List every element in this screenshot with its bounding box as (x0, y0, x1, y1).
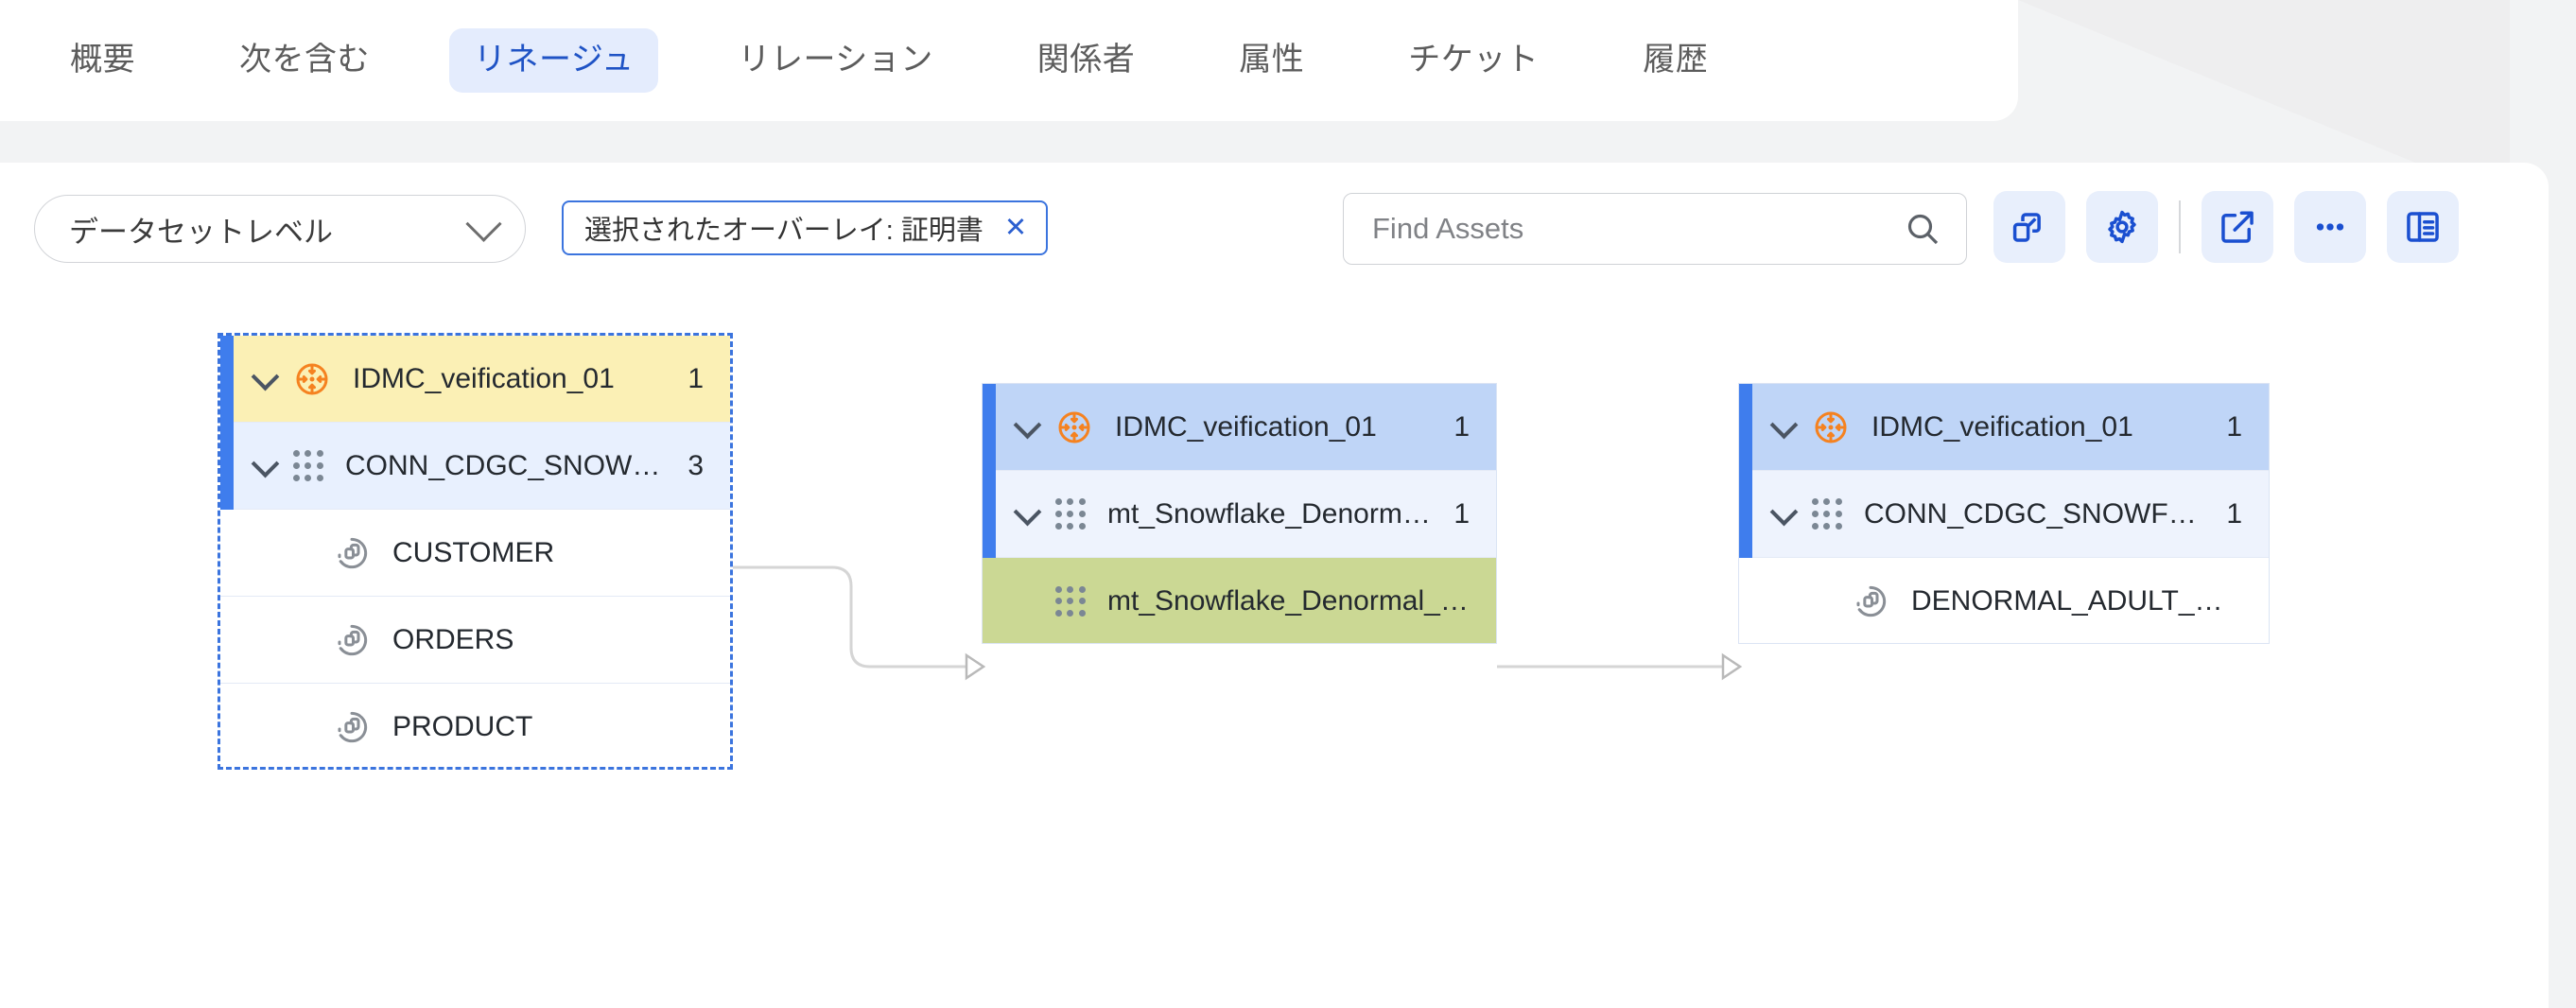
lineage-row[interactable]: IDMC_veification_01 1 (220, 336, 730, 423)
lineage-row-count: 1 (688, 362, 704, 394)
chevron-down-icon[interactable] (1771, 502, 1796, 527)
lineage-row-label: IDMC_veification_01 (353, 362, 615, 394)
tab-4[interactable]: 関係者 (1013, 28, 1160, 92)
toolbar-icon-group (1993, 191, 2480, 263)
selected-overlay-chip[interactable]: 選択されたオーバーレイ: 証明書 ✕ (562, 200, 1049, 255)
lineage-row[interactable]: CONN_CDGC_SNOWFLAKE 3 (220, 423, 730, 510)
lineage-row-label: PRODUCT (392, 711, 533, 742)
lineage-row-count: 1 (1453, 410, 1470, 443)
tab-1[interactable]: 次を含む (215, 28, 394, 92)
lineage-row[interactable]: IDMC_veification_01 1 (1739, 384, 2269, 471)
close-icon[interactable]: ✕ (1003, 212, 1028, 243)
tab-7[interactable]: 履歴 (1618, 28, 1732, 92)
lineage-row-count: 1 (2226, 410, 2242, 443)
node-accent-bar (1739, 384, 1752, 558)
dataset-icon (332, 620, 372, 660)
tab-label: 次を含む (239, 42, 370, 78)
origin-orange-icon (1811, 408, 1851, 447)
lineage-panel: データセットレベル 選択されたオーバーレイ: 証明書 ✕ (0, 163, 2549, 1008)
row-indent-spacer (252, 715, 277, 739)
chevron-down-icon (465, 205, 502, 242)
lineage-row-label: CONN_CDGC_SNOWFLAKE (345, 449, 670, 481)
lineage-row[interactable]: IDMC_veification_01 1 (983, 384, 1496, 471)
grid-dots-icon (292, 450, 324, 482)
copy-layers-icon[interactable] (1993, 191, 2065, 263)
gear-icon[interactable] (2086, 191, 2158, 263)
lineage-row-count: 1 (2226, 497, 2242, 530)
tab-label: チケット (1408, 42, 1540, 78)
dataset-icon (332, 533, 372, 573)
row-indent-spacer (1015, 589, 1039, 614)
lineage-row[interactable]: ORDERS (220, 597, 730, 684)
find-assets-box[interactable] (1343, 193, 1967, 265)
tab-0[interactable]: 概要 (45, 28, 160, 92)
lineage-row-label: CUSTOMER (392, 536, 555, 568)
tab-list: 概要 次を含む リネージュ リレーション 関係者 属性 チケット 履歴 (0, 0, 2018, 121)
lineage-row[interactable]: CUSTOMER (220, 510, 730, 597)
lineage-canvas[interactable]: IDMC_veification_011CONN_CDGC_SNOWFLAKE3… (0, 284, 2549, 1008)
lineage-row-label: IDMC_veification_01 (1115, 410, 1377, 443)
tab-label: 履歴 (1643, 42, 1709, 78)
grid-dots-icon (1811, 498, 1843, 530)
lineage-row[interactable]: mt_Snowflake_Denormal_A… (983, 558, 1496, 643)
lineage-row-count: 3 (688, 449, 704, 481)
lineage-row[interactable]: PRODUCT (220, 684, 730, 767)
tab-2[interactable]: リネージュ (449, 28, 659, 93)
chevron-down-icon[interactable] (1771, 415, 1796, 440)
search-icon[interactable] (1904, 210, 1941, 248)
lineage-row-label: ORDERS (392, 623, 514, 655)
lineage-row[interactable]: mt_Snowflake_Denormal_A… 1 (983, 471, 1496, 558)
dataset-level-value: データセットレベル (69, 215, 333, 249)
lineage-row-count: 1 (1453, 497, 1470, 530)
dataset-level-select[interactable]: データセットレベル (34, 195, 526, 263)
origin-orange-icon (292, 359, 332, 399)
row-indent-spacer (252, 628, 277, 652)
more-options-icon[interactable] (2294, 191, 2366, 263)
chevron-down-icon[interactable] (1015, 502, 1039, 527)
tab-bar: 概要 次を含む リネージュ リレーション 関係者 属性 チケット 履歴 (0, 0, 2018, 121)
chevron-down-icon[interactable] (252, 367, 277, 391)
lineage-row-label: CONN_CDGC_SNOWFLAKE (1864, 497, 2210, 530)
lineage-row-label: DENORMAL_ADULT_ORDERS (1911, 585, 2242, 617)
lineage-row-label: mt_Snowflake_Denormal_A… (1107, 585, 1470, 617)
tab-label: リレーション (738, 42, 933, 78)
tab-label: リネージュ (474, 42, 635, 78)
node-accent-bar (983, 384, 996, 558)
tab-5[interactable]: 属性 (1214, 28, 1329, 92)
chevron-down-icon[interactable] (1015, 415, 1039, 440)
lineage-row-label: mt_Snowflake_Denormal_A… (1107, 497, 1436, 530)
toolbar-divider (2179, 200, 2181, 253)
dataset-icon (1851, 582, 1890, 621)
lineage-row[interactable]: DENORMAL_ADULT_ORDERS (1739, 558, 2269, 643)
chevron-down-icon[interactable] (252, 454, 277, 478)
grid-dots-icon (1054, 585, 1087, 617)
selected-overlay-label: 選択されたオーバーレイ: 証明書 (584, 216, 983, 246)
external-link-icon[interactable] (2202, 191, 2273, 263)
tab-label: 関係者 (1036, 42, 1136, 78)
dataset-icon (332, 707, 372, 747)
lineage-toolbar: データセットレベル 選択されたオーバーレイ: 証明書 ✕ (0, 163, 2549, 284)
tab-label: 属性 (1239, 42, 1305, 78)
node-accent-bar (220, 336, 234, 510)
tab-6[interactable]: チケット (1384, 28, 1563, 92)
right-gutter (2549, 163, 2576, 1008)
origin-orange-icon (1054, 408, 1094, 447)
search-input[interactable] (1370, 211, 1904, 247)
grid-dots-icon (1054, 498, 1087, 530)
row-indent-spacer (1771, 589, 1796, 614)
lineage-row-label: IDMC_veification_01 (1871, 410, 2133, 443)
side-panel-icon[interactable] (2387, 191, 2459, 263)
row-indent-spacer (252, 541, 277, 565)
lineage-row[interactable]: CONN_CDGC_SNOWFLAKE 1 (1739, 471, 2269, 558)
tab-3[interactable]: リレーション (713, 28, 957, 92)
tab-label: 概要 (70, 42, 135, 78)
